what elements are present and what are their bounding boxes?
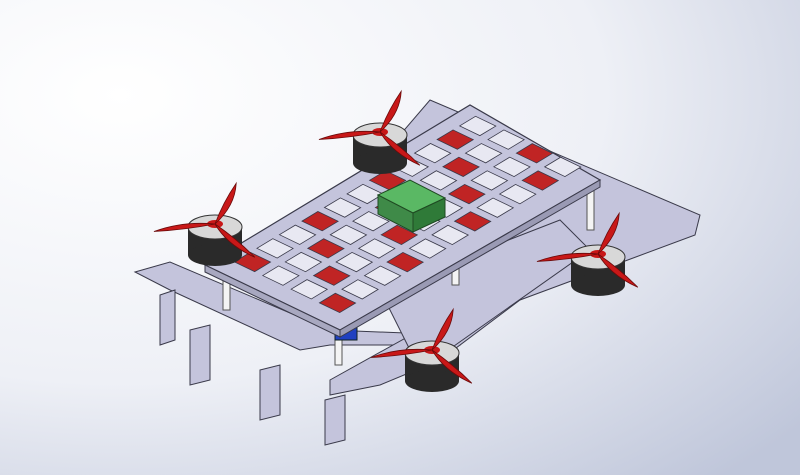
- landing-skid-1: [159, 289, 176, 346]
- motor-base: [571, 274, 625, 296]
- landing-skid-4: [324, 394, 346, 446]
- motor-base: [405, 370, 459, 392]
- plate-cutout: [284, 251, 323, 273]
- landing-skid-3: [259, 364, 281, 421]
- plate-cutout: [498, 183, 537, 205]
- plate-cutout: [312, 265, 351, 286]
- propeller-blade: [214, 181, 237, 225]
- plate-cutout: [290, 279, 329, 300]
- plate-cutout: [318, 292, 357, 314]
- plate-cutout: [419, 170, 458, 191]
- plate-cutout: [464, 143, 503, 164]
- plate-cutout: [386, 251, 425, 273]
- plate-cutout: [476, 197, 515, 218]
- propeller-blade: [153, 222, 216, 232]
- plate-cutout: [487, 129, 525, 150]
- plate-cutout: [352, 211, 390, 232]
- motor-rear-left: [318, 89, 421, 174]
- plate-cutout: [323, 197, 362, 218]
- landing-skid-2: [189, 324, 211, 386]
- motor-base: [188, 244, 242, 266]
- plate-cutout: [301, 211, 339, 232]
- plate-cutout: [329, 224, 368, 245]
- plate-cutout: [442, 156, 480, 177]
- motor-base: [353, 152, 407, 174]
- flight-controller: [376, 179, 447, 233]
- propeller-blade: [214, 223, 256, 258]
- plate-cutout: [357, 238, 396, 259]
- plate-cutout: [233, 251, 272, 273]
- plate-cutout: [306, 238, 345, 259]
- plate-cutout: [453, 211, 492, 232]
- propeller-blade: [318, 130, 381, 140]
- plate-cutout: [363, 265, 402, 286]
- plate-cutout: [458, 115, 497, 137]
- plate-cutout: [341, 279, 379, 300]
- motor-front-right: [370, 307, 473, 392]
- plate-cutout: [431, 224, 470, 246]
- propeller-blade: [597, 253, 639, 288]
- plate-cutout: [436, 129, 475, 150]
- plate-cutout: [515, 143, 554, 164]
- plate-cutout: [521, 170, 560, 191]
- propeller-blade: [597, 211, 620, 255]
- propeller-blade: [379, 131, 421, 166]
- plate-cutout: [335, 251, 374, 273]
- motor-rear-right: [536, 211, 639, 296]
- plate-cutout: [447, 183, 486, 205]
- plate-cutout: [492, 156, 531, 178]
- plate-cutout: [408, 238, 447, 259]
- propeller-blade: [370, 348, 433, 358]
- plate-cutout: [256, 238, 294, 259]
- plate-cutout: [470, 170, 509, 191]
- plate-cutout: [543, 156, 582, 178]
- plate-cutout: [261, 265, 300, 286]
- propeller-blade: [431, 349, 473, 384]
- propeller-blade: [431, 307, 454, 351]
- plate-cutout: [380, 224, 419, 246]
- plate-cutout: [278, 224, 317, 245]
- motor-front-left: [153, 181, 256, 266]
- propeller-blade: [536, 252, 599, 262]
- propeller-blade: [379, 89, 402, 133]
- motors: [153, 89, 639, 392]
- plate-cutout: [413, 143, 452, 164]
